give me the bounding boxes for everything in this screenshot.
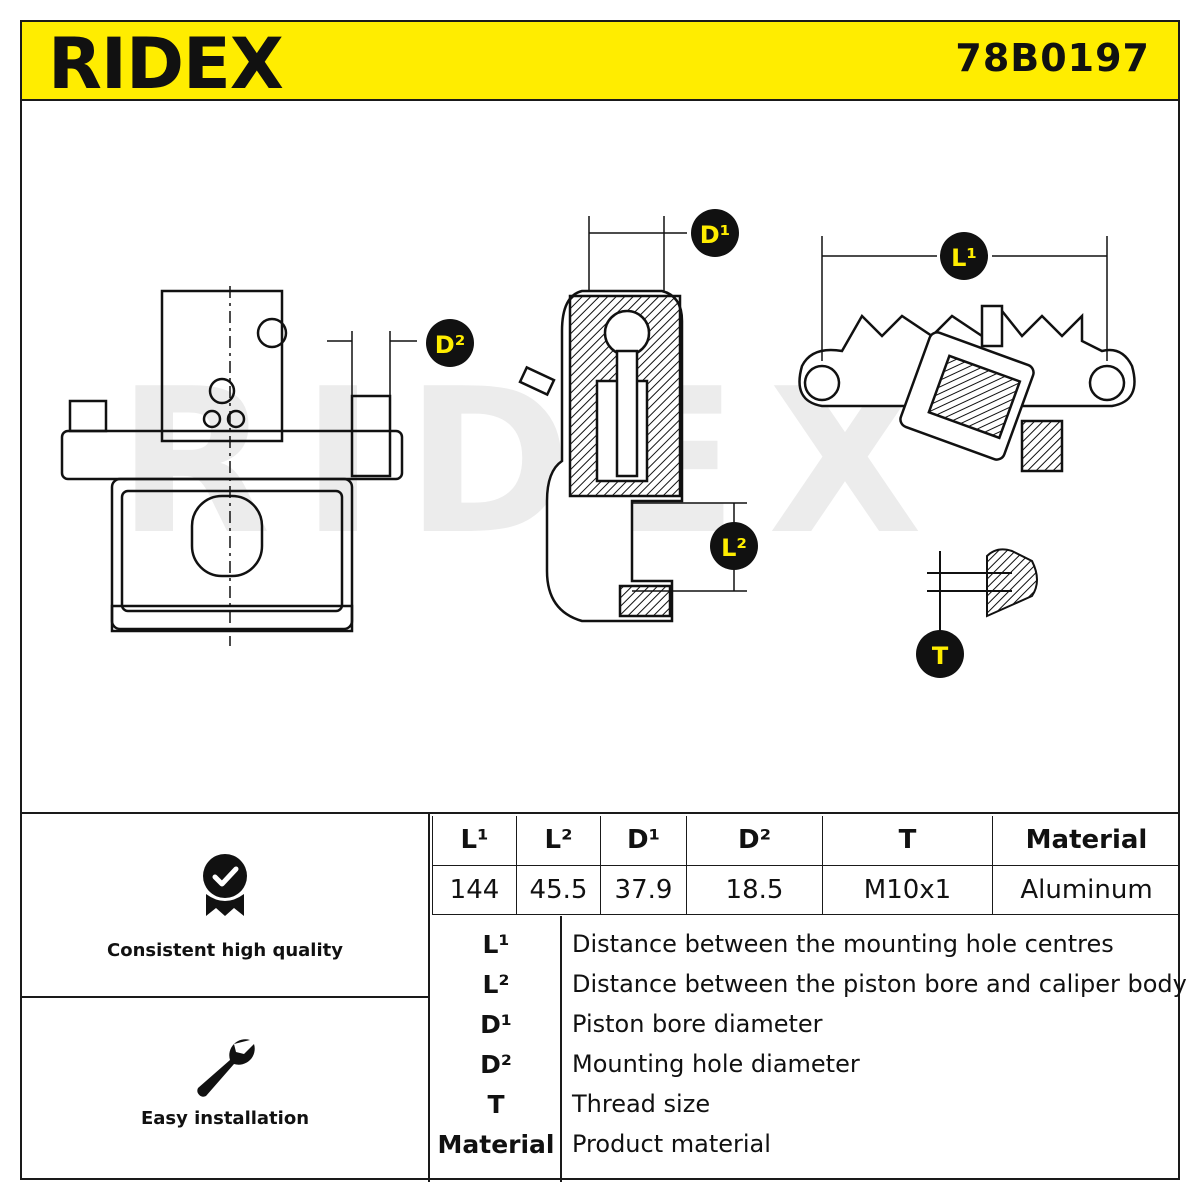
svg-text:RIDEX: RIDEX [48, 26, 283, 100]
d2-dimension [327, 331, 417, 401]
legend-text: Piston bore diameter [572, 1010, 823, 1038]
feature-installation-label: Easy installation [140, 1108, 310, 1129]
specs-table: L¹ L² D¹ D² T Material 144 45.5 37.9 18.… [432, 816, 1180, 915]
legend-row-material: Material Product material [432, 1130, 1180, 1170]
legend-key: L¹ [482, 930, 510, 959]
legend-text: Thread size [572, 1090, 711, 1118]
spec-value-l1: 144 [432, 864, 517, 915]
legend-text: Product material [572, 1130, 771, 1158]
spec-value-d1: 37.9 [600, 864, 687, 915]
legend-row-l2: L² Distance between the piston bore and … [432, 970, 1187, 1010]
legend-divider [560, 916, 562, 1182]
spec-header-d2: D² [686, 816, 823, 866]
l1-dimension [821, 236, 1108, 361]
d1-badge [691, 209, 739, 257]
quality-badge-icon [203, 854, 247, 916]
d1-dimension [588, 216, 687, 291]
legend-row-d2: D² Mounting hole diameter [432, 1050, 1180, 1090]
caliper-section-view [518, 289, 684, 623]
legend-row-d1: D¹ Piston bore diameter [432, 1010, 1180, 1050]
part-number: 78B0197 [955, 36, 1150, 80]
legend-key: L² [482, 970, 510, 999]
spec-value-material: Aluminum [992, 864, 1180, 915]
legend-key: D² [480, 1050, 512, 1079]
caliper-top-view [798, 304, 1136, 473]
legend-text: Distance between the piston bore and cal… [572, 970, 1187, 998]
thread-detail [927, 548, 1038, 631]
header-bar: RIDEX 78B0197 [20, 20, 1180, 101]
legend-key: Material [437, 1130, 555, 1159]
l1-badge [940, 232, 988, 280]
l1-badge-label: L¹ [951, 244, 977, 272]
t-badge-label: T [932, 642, 949, 670]
legend-key: T [487, 1090, 505, 1119]
legend-text: Mounting hole diameter [572, 1050, 860, 1078]
legend-row-t: T Thread size [432, 1090, 1180, 1130]
t-badge [916, 630, 964, 678]
specs-value-row: 144 45.5 37.9 18.5 M10x1 Aluminum [432, 864, 1180, 915]
spec-header-l2: L² [516, 816, 601, 866]
caliper-front-view [60, 286, 404, 646]
watermark: RIDEX [117, 346, 952, 579]
d1-badge-label: D¹ [700, 221, 730, 249]
legend-text: Distance between the mounting hole centr… [572, 930, 1114, 958]
spec-value-d2: 18.5 [686, 864, 823, 915]
legend-key: D¹ [480, 1010, 512, 1039]
ridex-logo: RIDEX [48, 26, 284, 100]
legend-table: L¹ Distance between the mounting hole ce… [432, 916, 1187, 1182]
l2-badge [710, 522, 758, 570]
spec-value-l2: 45.5 [516, 864, 601, 915]
spec-header-t: T [822, 816, 993, 866]
feature-installation: Easy installation [20, 998, 430, 1182]
d2-badge [426, 319, 474, 367]
l2-badge-label: L² [721, 534, 747, 562]
spec-header-l1: L¹ [432, 816, 517, 866]
specs-header-row: L¹ L² D¹ D² T Material [432, 816, 1180, 866]
feature-quality-label: Consistent high quality [107, 940, 343, 961]
spec-header-d1: D¹ [600, 816, 687, 866]
d2-badge-label: D² [435, 331, 465, 359]
feature-quality: Consistent high quality [20, 814, 430, 998]
technical-drawing: RIDEX D² [22, 101, 1178, 813]
caliper-drawing: RIDEX D² [60, 209, 1136, 678]
wrench-icon [197, 1039, 255, 1097]
spec-header-material: Material [992, 816, 1180, 866]
spec-value-t: M10x1 [822, 864, 993, 915]
legend-row-l1: L¹ Distance between the mounting hole ce… [432, 930, 1180, 970]
bottom-section: Consistent high quality Easy installatio… [20, 812, 1187, 1182]
